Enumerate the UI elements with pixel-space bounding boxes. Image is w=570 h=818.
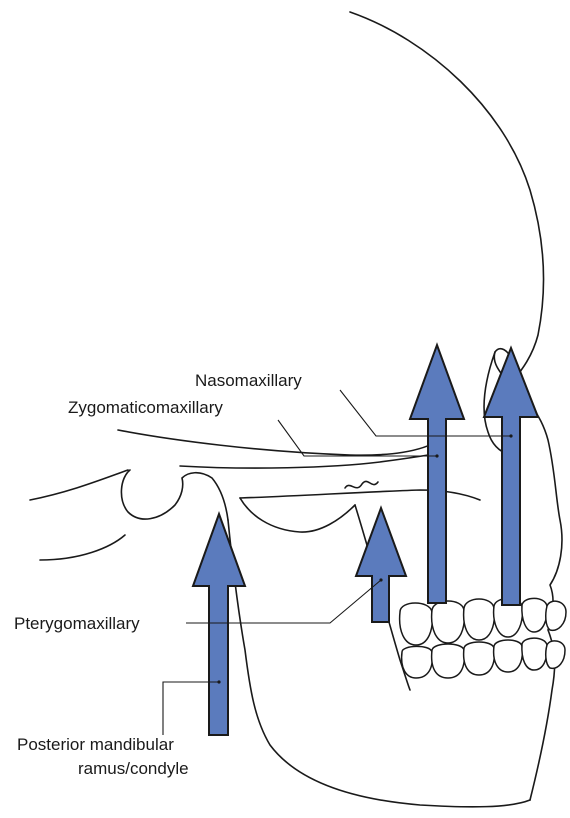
- pterygoid-squiggle: [345, 481, 378, 488]
- pterygomaxillary-leader-dot: [379, 578, 382, 581]
- upper-tooth-1: [400, 603, 433, 645]
- upper-tooth-3: [464, 599, 495, 640]
- coronoid-notch: [240, 498, 355, 532]
- nasomaxillary-leader-dot: [509, 434, 512, 437]
- label-posterior-line2: ramus/condyle: [78, 759, 189, 778]
- lower-tooth-2: [432, 644, 465, 678]
- labels: Nasomaxillary Zygomaticomaxillary Pteryg…: [14, 371, 302, 778]
- occipital-line-lower: [40, 535, 125, 560]
- lower-tooth-3: [464, 642, 495, 675]
- occipital-line: [30, 470, 128, 500]
- lower-tooth-6: [546, 641, 565, 668]
- posterior-mandibular-leader-dot: [217, 680, 220, 683]
- label-zygomaticomaxillary: Zygomaticomaxillary: [68, 398, 223, 417]
- lower-tooth-5: [522, 638, 547, 670]
- zygomatic-arch-lower: [180, 452, 445, 468]
- label-nasomaxillary: Nasomaxillary: [195, 371, 302, 390]
- zygomaticomaxillary-arrow: [410, 345, 464, 603]
- label-pterygomaxillary: Pterygomaxillary: [14, 614, 140, 633]
- zygomatic-arch: [118, 430, 440, 455]
- nasomaxillary-arrow: [484, 348, 538, 605]
- upper-tooth-2: [432, 601, 465, 643]
- label-posterior-line1: Posterior mandibular: [17, 735, 174, 754]
- upper-tooth-5: [522, 598, 547, 632]
- upper-tooth-6: [546, 601, 566, 630]
- lower-tooth-4: [494, 640, 523, 672]
- posterior-mandibular-arrow: [193, 514, 245, 735]
- pterygomaxillary-arrow: [356, 508, 406, 622]
- teeth: [400, 598, 566, 678]
- zygomaticomaxillary-leader-dot: [435, 454, 438, 457]
- lower-tooth-1: [402, 646, 433, 678]
- mastoid-process: [121, 470, 228, 520]
